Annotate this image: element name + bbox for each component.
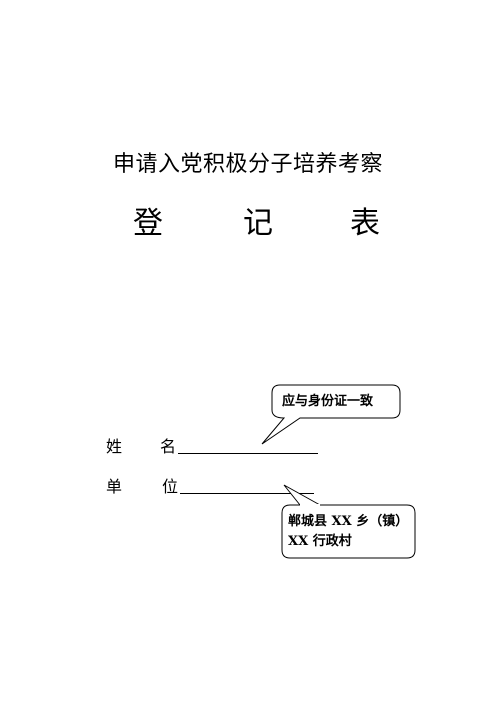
unit-label-char-2: 位 — [162, 477, 179, 496]
unit-underline[interactable] — [180, 493, 314, 494]
unit-note-line-1: 郸城县 XX 乡（镇） — [288, 514, 409, 529]
name-note-callout — [261, 384, 401, 445]
subtitle-char-3: 表 — [350, 206, 380, 241]
unit-label-char-1: 单 — [106, 477, 123, 496]
name-note-text: 应与身份证一致 — [282, 394, 374, 409]
name-label-char-2: 名 — [160, 437, 177, 456]
unit-note-callout — [281, 484, 416, 559]
subtitle-char-2: 记 — [243, 206, 273, 241]
unit-note-text: 郸城县 XX 乡（镇） XX 行政村 — [288, 512, 408, 552]
form-title: 申请入党积极分子培养考察 — [112, 152, 383, 177]
subtitle-char-1: 登 — [133, 206, 163, 241]
unit-note-line-2: XX 行政村 — [288, 534, 352, 549]
name-label-char-1: 姓 — [106, 437, 123, 456]
name-underline[interactable] — [178, 453, 318, 454]
